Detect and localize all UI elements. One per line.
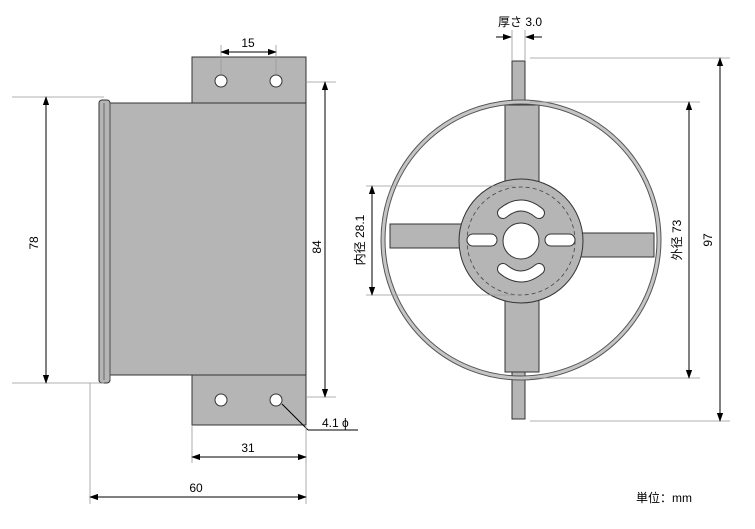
thickness-label: 厚さ 3.0 — [498, 15, 542, 29]
spoke-bottom — [504, 289, 540, 373]
slot-right — [544, 233, 576, 247]
dimension-15: 15 — [241, 36, 255, 50]
bolt-hole — [269, 393, 283, 407]
center-bore — [502, 222, 540, 260]
dimension-78: 78 — [27, 236, 41, 250]
dimension-60: 60 — [189, 481, 203, 495]
flange-rim — [98, 99, 111, 384]
inner-diameter-label: 内径 28.1 — [353, 214, 367, 265]
cylinder-body — [107, 102, 307, 376]
side-view: 15 78 84 4.1 ϕ 31 60 — [12, 36, 358, 504]
spoke-right — [574, 232, 655, 258]
bolt-hole — [214, 74, 228, 88]
slot-left — [466, 233, 498, 247]
dimension-97: 97 — [701, 233, 715, 247]
bolt-hole — [214, 393, 228, 407]
dimension-84: 84 — [310, 240, 324, 254]
spoke-left — [389, 223, 466, 249]
unit-label: 単位：mm — [636, 490, 692, 505]
outer-diameter-label: 外径 73 — [670, 219, 684, 260]
bolt-hole — [269, 74, 283, 88]
dimension-31: 31 — [241, 441, 255, 455]
hole-diameter-label: 4.1 ϕ — [322, 416, 349, 430]
front-view: 厚さ 3.0 内径 28.1 外径 73 97 — [353, 15, 730, 422]
